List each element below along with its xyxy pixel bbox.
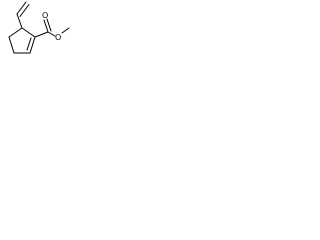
vinyl-double-bond-outer <box>16 1 27 15</box>
carbonyl-double-bond-b <box>46 18 52 32</box>
carbonyl-double-bond-a <box>43 19 49 33</box>
chemical-structure-diagram: O O <box>8 1 70 54</box>
ring-double-bond-inner <box>26 37 32 51</box>
ring-bond-c3-c4 <box>21 27 36 38</box>
ester-oxygen-bond <box>47 31 56 37</box>
methyl-bond <box>61 27 70 34</box>
ring-bond-c4-c5 <box>8 27 23 38</box>
vinyl-double-bond-inner <box>19 4 30 17</box>
vinyl-single-bond <box>16 13 23 29</box>
ester-oxygen-label: O <box>55 33 61 42</box>
ring-bond-c2-c3 <box>29 36 36 54</box>
carboxyl-bond <box>34 31 49 38</box>
ring-bond-c5-c1 <box>8 36 15 54</box>
carbonyl-oxygen-label: O <box>42 11 48 20</box>
